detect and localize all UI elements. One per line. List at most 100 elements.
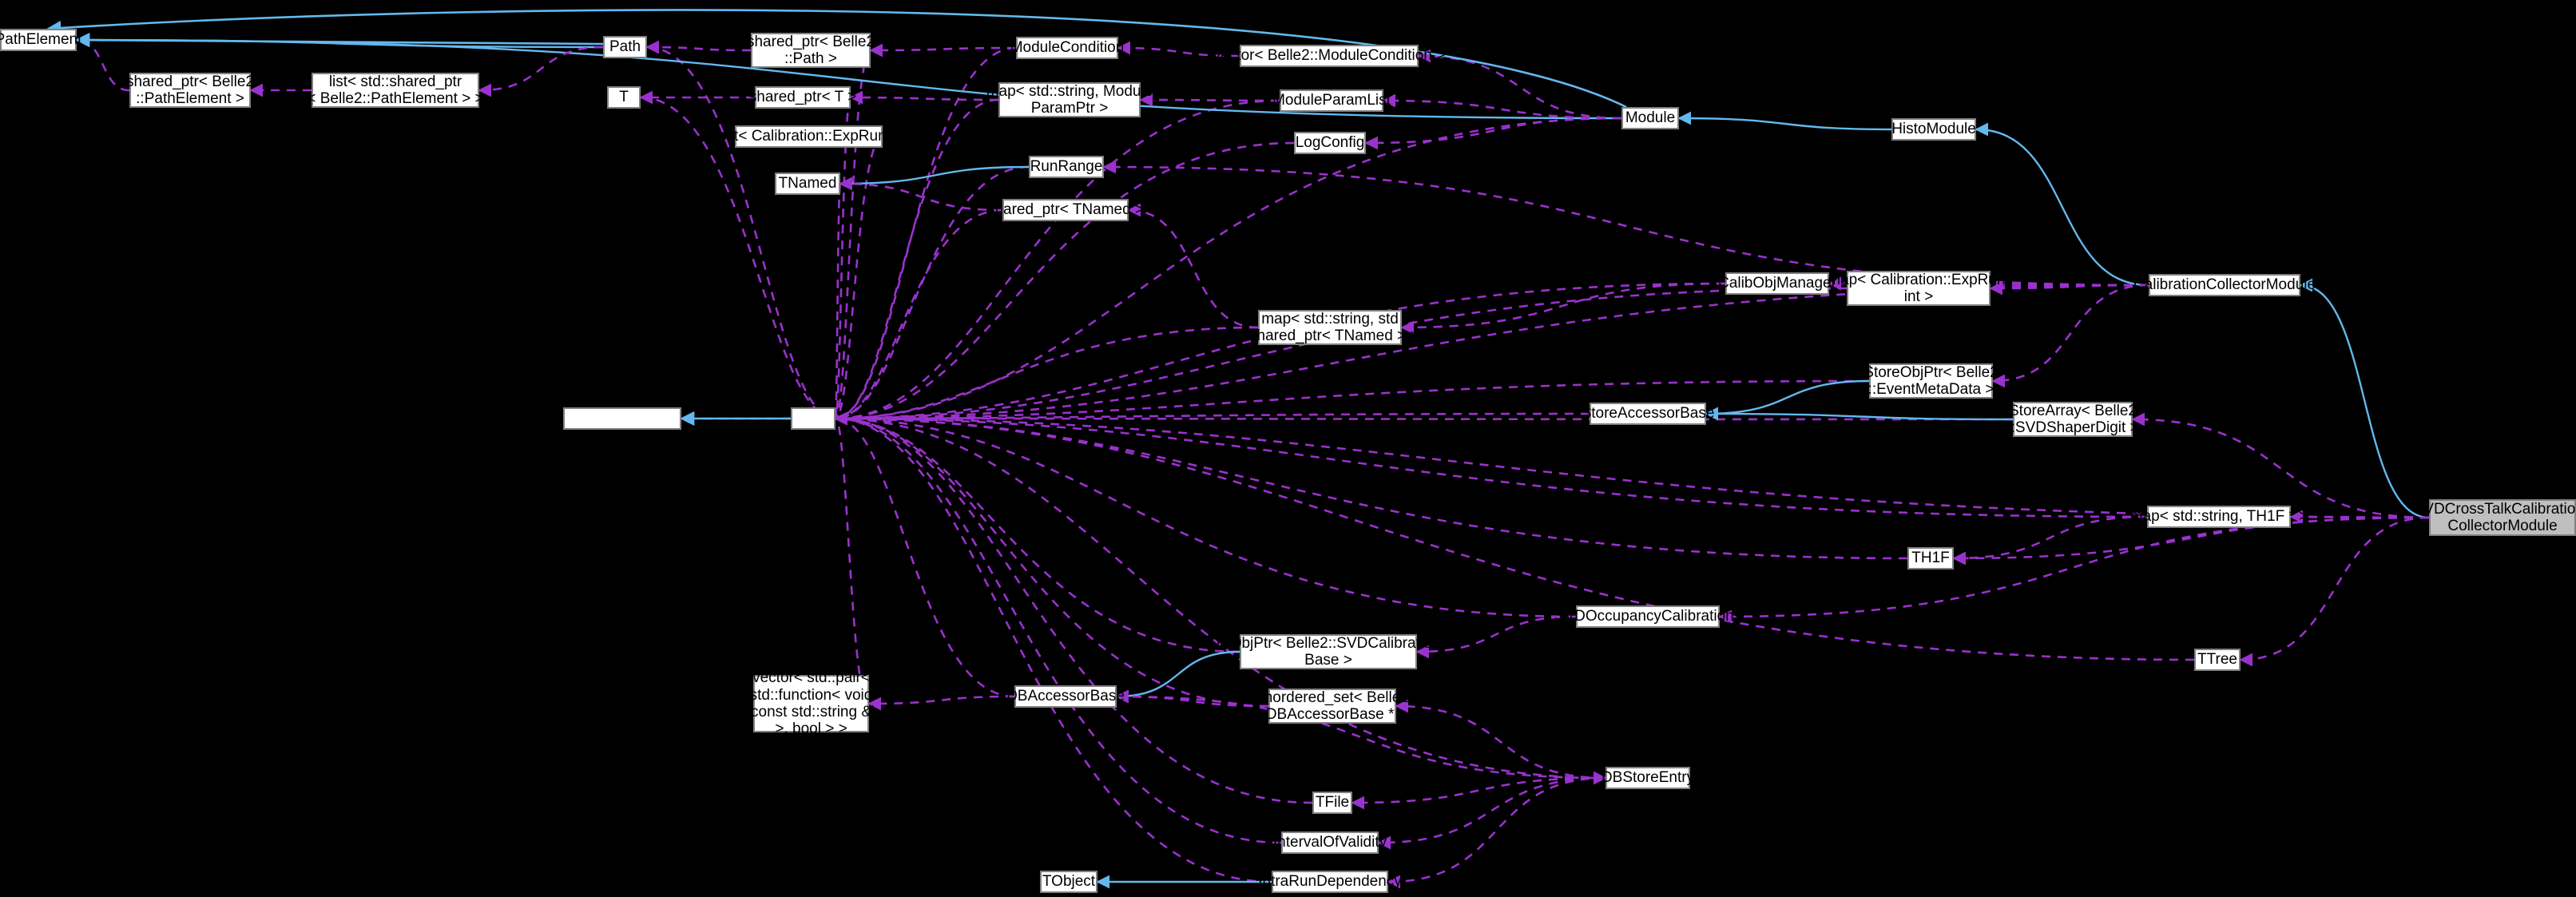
edge-calibobjmanager-to-map_string_sharedptr_tnamed [1400,282,1726,335]
edge-dbobjptr_svdcal-to-string [834,411,1240,653]
edge-sharedptr_pathelement-to-pathelement [75,33,130,92]
class-node-dbstoreentry[interactable]: DBStoreEntry [1602,767,1694,789]
edge-unordered_set_dbab-to-dbaccessorbase [1115,689,1269,708]
edge-logconfig-to-string [834,141,1295,426]
class-node-runrange[interactable]: RunRange [1029,156,1104,178]
class-node-label: RunRange [1030,158,1103,176]
edge-svdcrosstalk-to-string [834,411,2430,519]
edge-dbstoreentry-to-intervalofvalidity [1377,776,1606,850]
class-node-svdoccupancy[interactable]: SVDOccupancyCalibrations [1554,605,1741,628]
edge-unordered_set_dbab-to-string [834,411,1269,708]
edge-map_string_th1f-to-string [834,411,2148,518]
edge-modulecondition-to-sharedptr_path [869,43,1017,58]
edge-module-to-string [834,117,1622,426]
edge-runrange-to-tnamed [839,165,1030,191]
edge-tfile-to-string [834,411,1313,804]
edge-sharedptr_tnamed-to-string [834,208,1003,426]
edge-ttree-to-string [834,411,2195,661]
class-node-label: TH1F [1911,550,1950,567]
class-node-svdcrosstalk[interactable]: SVDCrossTalkCalibrations CollectorModule [2414,499,2576,536]
class-node-list_sharedptr_pe[interactable]: list< std::shared_ptr < Belle2::PathElem… [307,73,484,108]
class-node-tfile[interactable]: TFile [1312,792,1352,814]
class-node-storeaccessorbase[interactable]: StoreAccessorBase [1582,403,1714,425]
edge-path-to-pathelement [75,33,604,48]
class-node-sharedptr_path[interactable]: shared_ptr< Belle2 ::Path > [747,33,875,68]
edge-svdcrosstalk-to-map_string_th1f [2289,510,2430,524]
class-node-ttree[interactable]: TTree [2194,649,2241,671]
class-node-modulecondition[interactable]: ModuleCondition [1010,37,1124,59]
edge-sharedptr_path-to-path [645,40,752,54]
class-node-label: shared_ptr< TNamed > [986,201,1145,219]
class-node-label: IntervalOfValidity [1272,834,1387,851]
class-node-t[interactable]: T [607,86,641,109]
class-node-th1f[interactable]: TH1F [1907,547,1954,570]
class-node-calibobjmanager[interactable]: CalibObjManager [1718,272,1836,295]
edge-dbaccessorbase-to-vector_pair_function [867,695,1015,711]
class-node-label: map< std::string, std ::shared_ptr< TNam… [1240,310,1419,344]
class-node-label: map< std::string, Module ParamPtr > [986,82,1153,117]
class-node-set_exprun[interactable]: set< Calibration::ExpRun > [718,125,899,148]
class-node-label: TFile [1315,794,1350,812]
class-node-tnamed[interactable]: TNamed [775,173,840,195]
class-node-intervalofvalidity[interactable]: IntervalOfValidity [1273,832,1387,854]
class-node-label: LogConfig [1295,134,1365,152]
class-node-basic_string[interactable] [563,407,681,430]
class-node-unordered_set_dbab[interactable]: unordered_set< Belle2 ::DBAccessorBase *… [1256,689,1409,724]
class-node-tobject[interactable]: TObject [1040,871,1097,893]
class-node-sharedptr_pathelement[interactable]: shared_ptr< Belle2 ::PathElement > [126,73,254,108]
edge-sharedptr_tnamed-to-tnamed [839,177,1003,212]
class-node-sharedptr_t[interactable]: shared_ptr< T > [749,86,856,109]
edge-map_string_moduleparam-to-sharedptr_t [849,90,999,105]
edge-calibobjmanager-to-string [834,282,1726,426]
class-node-dbobjptr_svdcal[interactable]: DBObjPtr< Belle2::SVDCalibrations Base > [1209,634,1448,669]
class-node-label: shared_ptr< Belle2 ::Path > [746,33,875,67]
edge-dbaccessorbase-to-string [834,411,1015,698]
class-node-map_string_th1f[interactable]: map< std::string, TH1F * > [2130,506,2308,528]
edge-path-to-list_sharedptr_pe [478,46,604,97]
class-node-map_exprun_int[interactable]: map< Calibration::ExpRun, int > [1828,271,2010,306]
edge-map_string_sharedptr_tnamed-to-string [834,326,1259,426]
edge-set_exprun-to-string [834,135,883,426]
class-node-label: DBAccessorBase [1006,688,1125,705]
class-node-moduleparamlist[interactable]: ModuleParamList [1272,89,1391,112]
edge-storeaccessorbase-to-string [834,411,1590,426]
class-node-label: ModuleParamList [1272,92,1391,109]
class-node-label: TObject [1042,873,1096,891]
class-node-map_string_sharedptr_tnamed[interactable]: map< std::string, std ::shared_ptr< TNam… [1240,310,1419,345]
class-node-dbaccessorbase[interactable]: DBAccessorBase [1006,685,1125,708]
class-node-label: SVDCrossTalkCalibrations CollectorModule [2413,500,2576,534]
class-node-sharedptr_tnamed[interactable]: shared_ptr< TNamed > [987,199,1144,221]
class-node-label: ModuleCondition [1010,39,1125,57]
edge-dbstoreentry-to-string [834,411,1606,780]
class-node-pathelement[interactable]: PathElement [0,29,81,51]
class-node-logconfig[interactable]: LogConfig [1294,132,1366,154]
edge-svdcrosstalk-to-ttree [2239,516,2430,667]
edge-intervalofvalidity-to-string [834,411,1282,844]
class-node-map_string_moduleparam[interactable]: map< std::string, Module ParamPtr > [986,82,1153,117]
class-node-storeobjptr_emd[interactable]: StoreObjPtr< Belle2 ::EventMetaData > [1864,363,1998,399]
class-node-vector_modulecondition[interactable]: vector< Belle2::ModuleCondition > [1213,45,1445,67]
class-node-label: IntraRunDependency [1258,873,1402,891]
edge-dbstoreentry-to-intrarundependency [1387,776,1606,889]
class-node-label: map< std::string, TH1F * > [2129,508,2308,526]
class-node-vector_pair_function[interactable]: vector< std::pair< std::function< void (… [746,669,877,737]
class-node-string[interactable] [791,407,836,430]
edge-calibrationcollector-to-runrange [1102,160,2149,287]
class-node-calibrationcollector[interactable]: CalibrationCollectorModule [2133,274,2316,296]
edge-calibrationcollector-to-histomodule [1975,122,2149,287]
class-node-label: vector< std::pair< std::function< void (… [745,669,877,738]
class-node-histomodule[interactable]: HistoModule [1891,118,1976,141]
edge-th1f-to-string [834,411,1908,560]
class-node-path[interactable]: Path [603,36,647,58]
class-node-label: PathElement [0,31,82,49]
class-node-intrarundependency[interactable]: IntraRunDependency [1258,871,1402,893]
class-node-label: HistoModule [1891,121,1976,138]
edge-storeobjptr_emd-to-storeaccessorbase [1705,379,1870,421]
class-node-storearray_shaperdigit[interactable]: StoreArray< Belle2 ::SVDShaperDigit > [2006,402,2139,437]
edge-calibrationcollector-to-map_exprun_int [1989,281,2149,296]
class-node-label: shared_ptr< T > [748,89,857,106]
class-node-module[interactable]: Module [1621,107,1679,129]
edge-svdoccupancy-to-string [834,411,1577,618]
